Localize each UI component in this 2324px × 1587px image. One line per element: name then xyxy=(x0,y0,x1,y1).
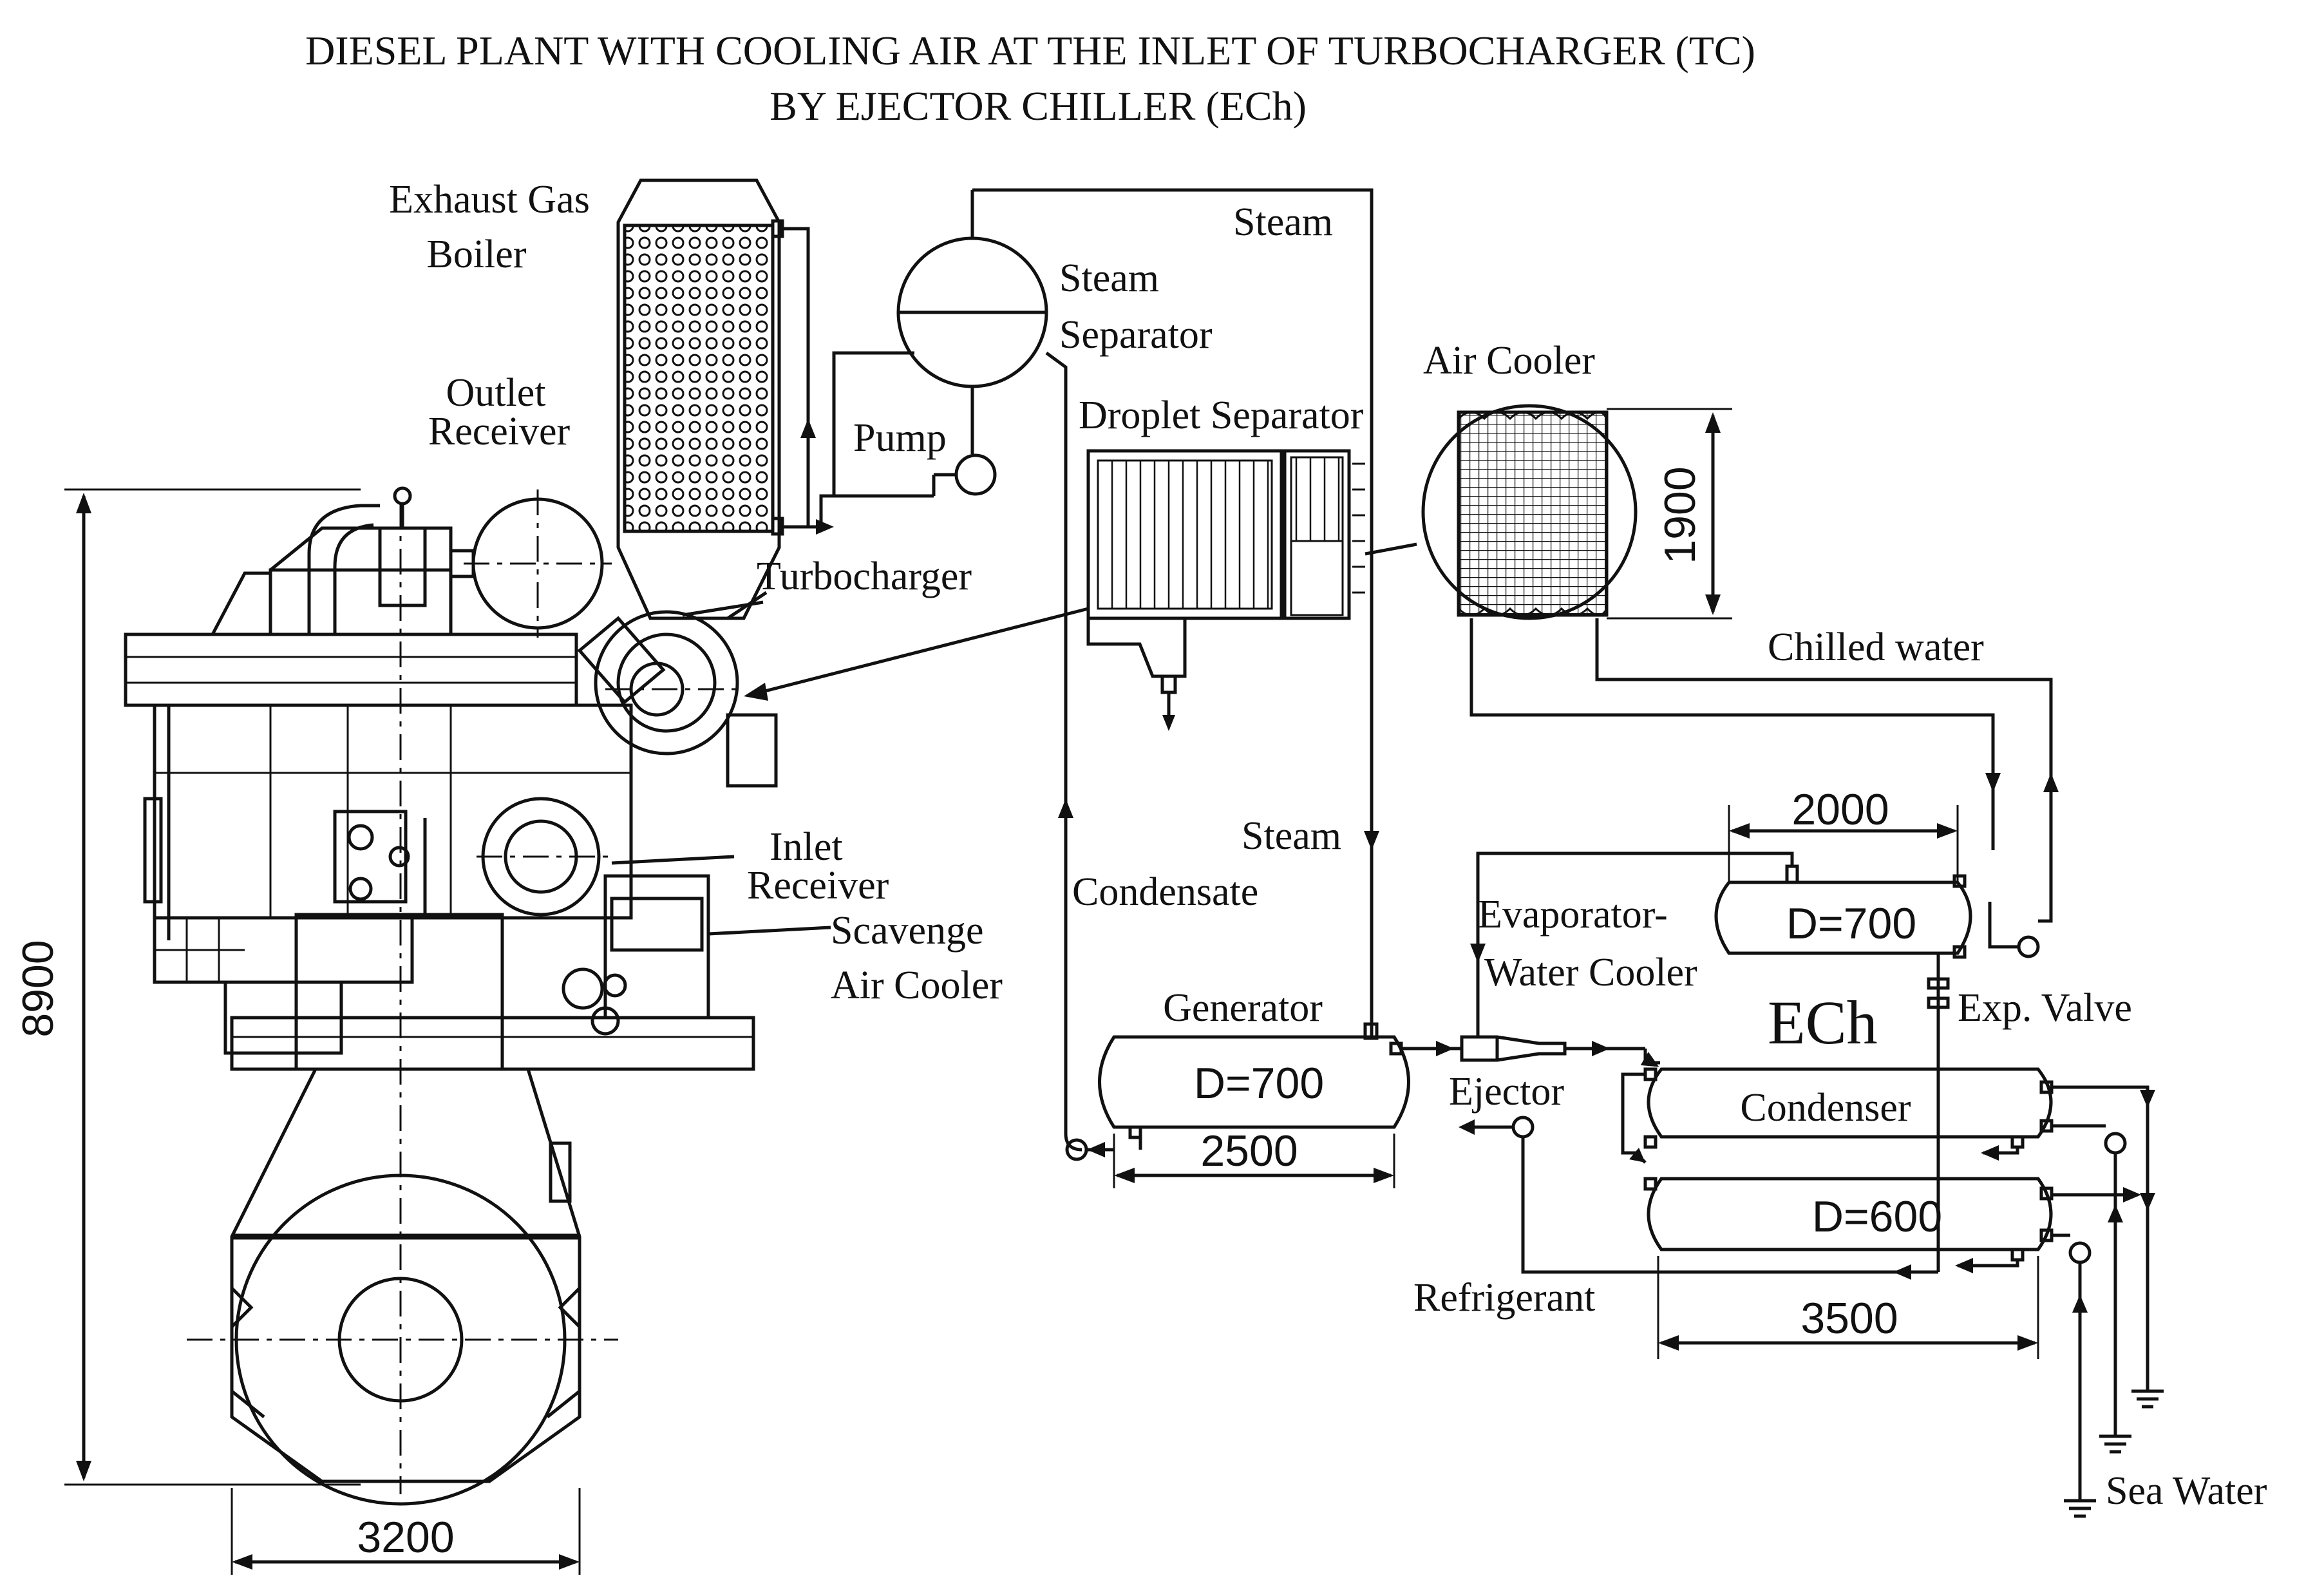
evaporator-length-dim: 2000 xyxy=(1791,785,1889,834)
label-exp-valve: Exp. Valve xyxy=(1958,986,2132,1030)
air-cooler-height-dim: 1900 xyxy=(1656,466,1705,564)
diesel-engine xyxy=(124,486,755,1506)
separator-feed-pipe xyxy=(832,351,914,496)
label-turbocharger: Turbocharger xyxy=(757,555,972,598)
evaporator-water-cooler xyxy=(1714,864,1972,959)
ejector xyxy=(1460,1035,1567,1062)
label-scavenge-air-cooler-1: Scavenge xyxy=(831,909,984,953)
label-refrigerant: Refrigerant xyxy=(1413,1276,1595,1320)
label-droplet-separator: Droplet Separator xyxy=(1079,394,1364,437)
label-scavenge-air-cooler-2: Air Cooler xyxy=(831,964,1003,1007)
label-steam-separator-2: Separator xyxy=(1059,313,1213,357)
label-exhaust-gas-boiler-1: Exhaust Gas xyxy=(389,178,590,222)
condenser-diameter: D=600 xyxy=(1812,1192,1942,1241)
boiler-riser-pipe xyxy=(782,227,810,529)
steam-line xyxy=(972,188,1374,1037)
label-ejector: Ejector xyxy=(1449,1070,1564,1114)
refrigerant-pump xyxy=(1511,1116,1535,1139)
label-evaporator-1: Evaporator- xyxy=(1478,893,1668,936)
label-outlet-receiver-1: Outlet xyxy=(446,371,546,415)
label-steam-separator-1: Steam xyxy=(1059,256,1159,300)
engine-block xyxy=(294,913,504,1071)
boiler-tube-bank xyxy=(623,223,775,533)
condensate-line xyxy=(1045,351,1082,1152)
label-inlet-receiver-1: Inlet xyxy=(770,825,843,869)
label-ech: ECh xyxy=(1768,988,1878,1057)
engine-top-platform xyxy=(124,632,578,707)
condenser-length-dim: 3500 xyxy=(1800,1294,1898,1343)
label-outlet-receiver-2: Receiver xyxy=(428,410,571,453)
label-sea-water: Sea Water xyxy=(2106,1469,2267,1513)
label-steam-mid: Steam xyxy=(1242,814,1341,858)
title-line-1: DIESEL PLANT WITH COOLING AIR AT THE INL… xyxy=(305,28,1755,73)
label-evaporator-2: Water Cooler xyxy=(1484,951,1697,994)
chilled-water-return-line xyxy=(1595,618,2053,923)
droplet-separator xyxy=(1086,449,1365,731)
pump xyxy=(954,453,997,496)
evaporator-diameter: D=700 xyxy=(1786,899,1916,948)
engine-height-dim: 8900 xyxy=(14,940,62,1037)
label-condensate: Condensate xyxy=(1072,870,1258,914)
air-cooler xyxy=(1421,404,1638,620)
label-generator: Generator xyxy=(1163,986,1323,1030)
label-pump: Pump xyxy=(853,416,947,460)
generator-diameter: D=700 xyxy=(1194,1059,1324,1108)
label-steam-top: Steam xyxy=(1233,200,1333,244)
label-exhaust-gas-boiler-2: Boiler xyxy=(427,233,527,276)
label-inlet-receiver-2: Receiver xyxy=(747,864,889,908)
crankcase xyxy=(230,1067,581,1483)
refrigerant-line xyxy=(1521,1137,1938,1274)
turbocharger xyxy=(594,610,739,755)
fuel-pump xyxy=(333,810,408,904)
generator-length-dim: 2500 xyxy=(1200,1126,1298,1175)
label-chilled-water: Chilled water xyxy=(1768,625,1984,669)
expansion-valve xyxy=(1927,977,1950,990)
fuel-valve xyxy=(378,526,427,607)
label-air-cooler: Air Cooler xyxy=(1423,339,1595,383)
outlet-receiver xyxy=(471,497,604,630)
label-condenser: Condenser xyxy=(1740,1086,1911,1130)
engine-width-dim: 3200 xyxy=(357,1513,454,1562)
title-line-2: BY EJECTOR CHILLER (ECh) xyxy=(770,83,1307,129)
exhaust-gas-boiler xyxy=(616,178,784,620)
scavenge-air-cooler xyxy=(603,874,710,1020)
sea-water-piping xyxy=(2052,1085,2164,1518)
condenser xyxy=(1643,1067,2054,1262)
turbocharger-assembly xyxy=(449,489,831,1036)
air-flow-line xyxy=(759,607,1089,694)
generator xyxy=(1098,1022,1410,1139)
